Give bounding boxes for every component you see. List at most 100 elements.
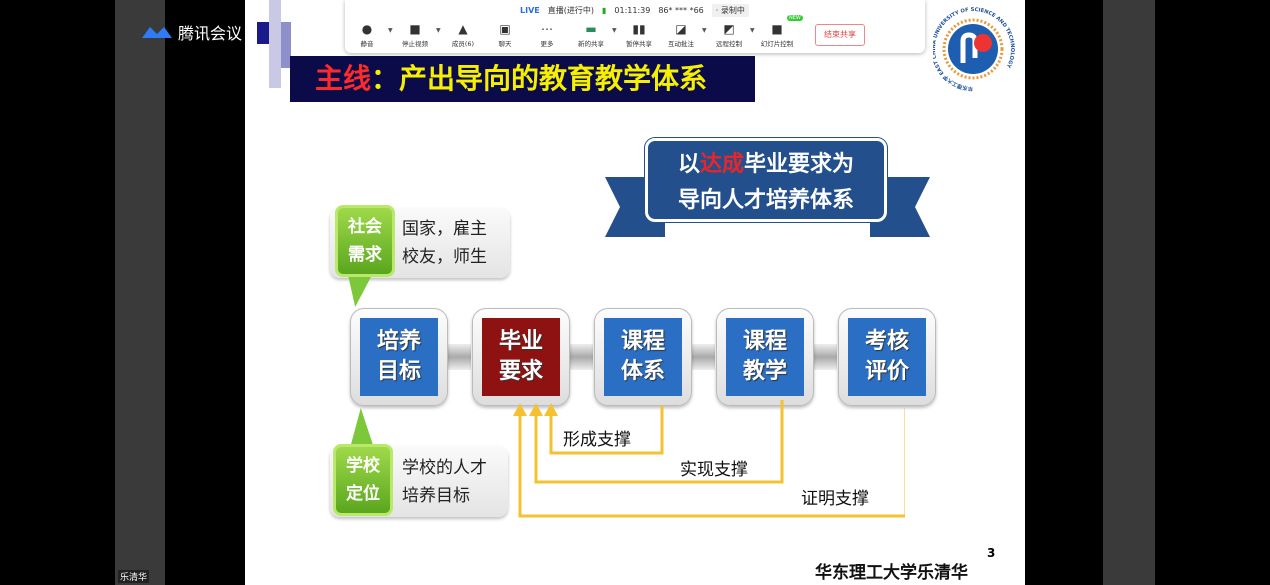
node-text: 体系 [620,359,665,384]
node-text: 毕业 [498,329,543,354]
node-text: 培养 [376,329,421,354]
node-training-goal: 培养目标 [350,308,448,406]
members-button[interactable]: ▲ 成员(6) [443,22,483,48]
node-text: 教学 [742,359,787,384]
app-logo: 腾讯会议 [140,20,242,44]
button-label: 更多 [540,40,554,48]
button-label: 成员(6) [451,40,475,48]
chevron-down-icon[interactable]: ▼ [436,27,441,34]
button-label: 聊天 [498,40,512,48]
tag-line: 定位 [346,484,380,504]
connector [689,344,715,370]
line-form-support [549,406,664,455]
node-curriculum-system: 课程体系 [594,308,692,406]
slides-icon: ■ [771,22,783,36]
slide-title: 主线：产出导向的教育教学体系 [290,56,755,102]
app-name: 腾讯会议 [178,24,243,43]
meeting-id: 86* *** *66 [658,6,704,15]
decor-square [269,0,281,88]
decor-square [257,22,269,44]
more-button[interactable]: ⋯更多 [527,22,567,48]
node-text: 评价 [864,359,909,384]
banner-text: 以 [677,152,700,177]
node-text: 考核 [864,329,909,354]
support-arrows [513,400,905,518]
button-label: 幻灯片控制 [760,40,794,48]
annotate-icon: ◪ [675,22,687,36]
node-text: 要求 [498,359,543,384]
tag-line: 社会 [348,217,382,237]
node-graduation-requirement: 毕业要求 [472,308,570,406]
pointer-down [348,275,372,307]
left-video-strip [115,0,165,585]
tag-line: 学校 [346,456,380,476]
annotate-button[interactable]: ◪ 互动批注 [661,22,701,48]
meeting-timer: 01:11:39 [614,6,651,15]
page-number: 3 [987,546,996,560]
arrow-head [529,403,543,416]
new-badge: NEW [787,15,803,21]
slide-control-button[interactable]: ■ 幻灯片控制 [757,22,797,48]
node-inner: 毕业要求 [482,318,560,396]
banner-line2: 导向人才培养体系 [677,188,854,213]
live-badge: LIVE [520,6,540,15]
node-inner: 考核评价 [848,318,926,396]
pause-share-button[interactable]: ▮▮暂停共享 [619,22,659,48]
banner-heading: 以达成毕业要求为 导向人才培养体系 [645,138,887,222]
connector [811,344,837,370]
recording-indicator[interactable]: · 录制中 [711,4,749,17]
node-inner: 培养目标 [360,318,438,396]
line-realize-support [534,400,784,484]
line-prove-support [518,408,905,518]
label-realize-support: 实现支撑 [680,460,748,480]
remote-icon: ◩ [723,22,735,36]
new-share-button[interactable]: ▬ 新的共享 [571,22,611,48]
callout-line: 学校的人才 [402,458,487,478]
node-course-teaching: 课程教学 [716,308,814,406]
signal-icon: ▮ [601,6,607,15]
label-prove-support: 证明支撑 [801,489,869,509]
slide-footer: 华东理工大学乐清华 [815,563,968,583]
banner-text: 毕业要求为 [744,152,855,177]
end-share-button[interactable]: 结束共享 [815,24,865,46]
button-label: 停止视频 [402,40,428,48]
participant-name: 乐清华 [118,570,150,583]
stop-video-button[interactable]: ■ 停止视频 [395,22,435,48]
title-red: 主线 [315,62,372,95]
button-label: 远程控制 [716,40,742,48]
shared-slide: 主线：产出导向的教育教学体系 华东理工大学 EAST CHINA UNIVERS… [245,0,1025,585]
school-position-tag: 学校定位 [333,444,393,516]
node-inner: 课程体系 [604,318,682,396]
button-label: 互动批注 [668,40,694,48]
arrow-head [513,403,527,416]
button-label: 新的共享 [578,40,604,48]
video-icon: ■ [409,22,421,36]
node-assessment: 考核评价 [838,308,936,406]
mute-button[interactable]: ●静音 [347,22,387,48]
chevron-down-icon[interactable]: ▼ [388,27,393,34]
chevron-down-icon[interactable]: ▼ [702,27,707,34]
chevron-down-icon[interactable]: ▼ [612,27,617,34]
chevron-down-icon[interactable]: ▼ [750,27,755,34]
members-icon: ▲ [458,22,468,36]
node-text: 课程 [620,329,665,354]
tencent-meeting-logo-icon [142,27,172,38]
node-text: 目标 [376,359,421,384]
connector [445,344,471,370]
arrow-head [544,403,558,416]
social-demand-tag: 社会需求 [335,205,395,277]
node-text: 课程 [742,329,787,354]
status-bar: LIVE 直播(进行中) ▮ 01:11:39 86* *** *66 · 录制… [520,4,749,17]
live-status: 直播(进行中) [547,6,594,15]
callout-line: 国家，雇主 [402,219,487,239]
tag-line: 需求 [348,245,382,265]
meeting-toolbar: LIVE 直播(进行中) ▮ 01:11:39 86* *** *66 · 录制… [345,0,925,53]
share-icon: ▬ [585,22,597,36]
remote-control-button[interactable]: ◩ 远程控制 [709,22,749,48]
mic-icon: ● [361,22,373,36]
pause-icon: ▮▮ [632,22,646,36]
decor-square [281,22,291,68]
chat-button[interactable]: ▣聊天 [485,22,525,48]
connector [567,344,593,370]
right-video-strip [1103,0,1155,585]
